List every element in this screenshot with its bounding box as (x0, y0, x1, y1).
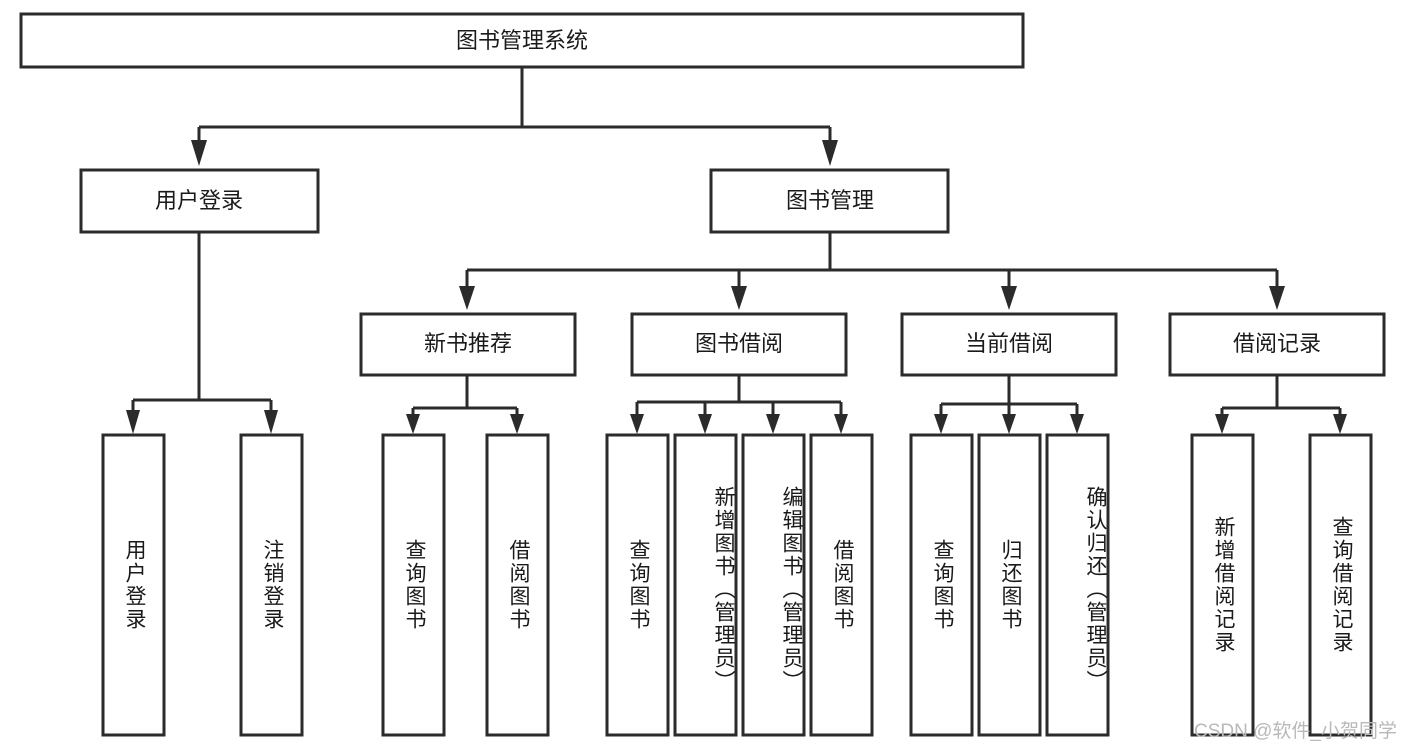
leaf-box-user-login-2[interactable] (239, 433, 304, 737)
arrow-to-current-borrow (1001, 286, 1017, 310)
arrow-user-login-leaf-1 (126, 410, 140, 434)
arrow-new-book-leaf-1 (406, 414, 420, 434)
arrow-current-borrow-leaf-3 (1070, 414, 1084, 434)
node-borrow-record[interactable]: 借阅记录 (1168, 312, 1386, 377)
arrow-to-new-book (459, 286, 475, 310)
node-current-borrow-box[interactable] (900, 312, 1118, 377)
leaf-box-book-borrow-2[interactable] (673, 433, 738, 737)
connector-group-new-book (406, 375, 524, 434)
leaf-box-current-borrow-1[interactable] (909, 433, 974, 737)
arrow-book-borrow-leaf-4 (834, 414, 848, 434)
connector-group-book-borrow (630, 375, 848, 434)
leaf-box-current-borrow-2[interactable] (977, 433, 1042, 737)
connector-group-borrow-record (1215, 375, 1347, 434)
arrow-to-borrow-record (1269, 286, 1285, 310)
leaf-box-user-login-1[interactable] (101, 433, 166, 737)
arrow-user-login-leaf-2 (264, 410, 278, 434)
leaf-box-book-borrow-4[interactable] (809, 433, 874, 737)
arrow-borrow-record-leaf-2 (1333, 414, 1347, 434)
node-borrow-record-label: 借阅记录 (1233, 331, 1321, 356)
node-new-book-recommend-box[interactable] (359, 312, 577, 377)
node-root-box[interactable] (19, 12, 1025, 69)
connector-group-current-borrow (934, 375, 1084, 434)
connector-group-book-manage (459, 232, 1285, 310)
node-current-borrow-label: 当前借阅 (965, 331, 1053, 356)
node-borrow-record-box[interactable] (1168, 312, 1386, 377)
node-book-manage[interactable]: 图书管理 (709, 168, 950, 234)
leaf-box-book-borrow-3[interactable] (741, 433, 806, 737)
node-user-login[interactable]: 用户登录 (79, 168, 320, 234)
node-book-manage-label: 图书管理 (786, 188, 874, 213)
arrow-root-to-user-login (191, 140, 207, 166)
arrow-book-borrow-leaf-1 (630, 414, 644, 434)
leaf-box-book-borrow-1[interactable] (605, 433, 670, 737)
node-book-manage-box[interactable] (709, 168, 950, 234)
arrow-root-to-book-manage (822, 140, 838, 166)
node-new-book-recommend[interactable]: 新书推荐 (359, 312, 577, 377)
node-current-borrow[interactable]: 当前借阅 (900, 312, 1118, 377)
leaf-box-current-borrow-3[interactable] (1045, 433, 1110, 737)
arrow-to-book-borrow (731, 286, 747, 310)
node-book-borrow-box[interactable] (630, 312, 848, 377)
connector-group-user-login (126, 232, 278, 434)
leaf-box-borrow-record-2[interactable] (1308, 433, 1373, 737)
node-new-book-recommend-label: 新书推荐 (424, 331, 512, 356)
node-book-borrow[interactable]: 图书借阅 (630, 312, 848, 377)
arrow-current-borrow-leaf-1 (934, 414, 948, 434)
leaf-box-new-book-1[interactable] (381, 433, 446, 737)
watermark-text: CSDN @软件_小贺同学 (1194, 721, 1397, 742)
arrow-current-borrow-leaf-2 (1002, 414, 1016, 434)
leaf-box-borrow-record-1[interactable] (1190, 433, 1255, 737)
arrow-book-borrow-leaf-2 (698, 414, 712, 434)
node-user-login-label: 用户登录 (155, 188, 243, 213)
connector-group-root (191, 68, 838, 166)
node-root-label: 图书管理系统 (456, 28, 588, 53)
leaf-box-new-book-2[interactable] (485, 433, 550, 737)
node-book-borrow-label: 图书借阅 (695, 331, 783, 356)
arrow-borrow-record-leaf-1 (1215, 414, 1229, 434)
arrow-new-book-leaf-2 (510, 414, 524, 434)
arrow-book-borrow-leaf-3 (766, 414, 780, 434)
node-user-login-box[interactable] (79, 168, 320, 234)
node-root[interactable]: 图书管理系统 (19, 12, 1025, 69)
